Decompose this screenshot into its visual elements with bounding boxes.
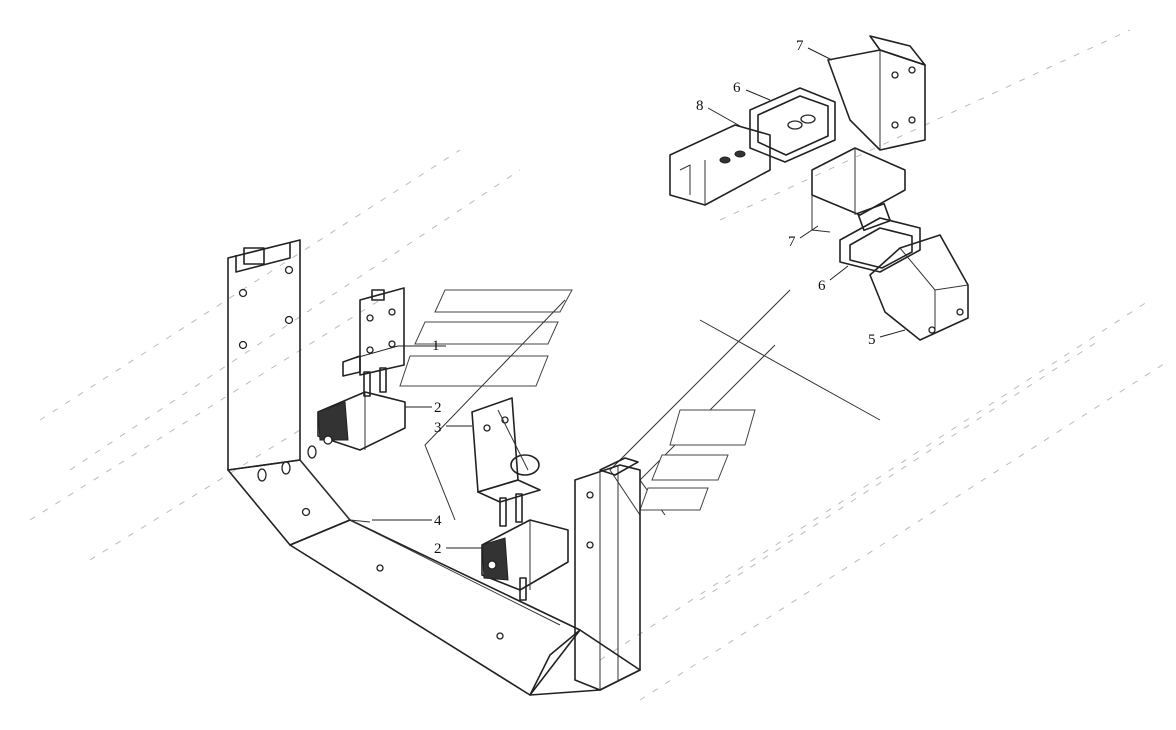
rubber-mount-lower: [481, 493, 569, 601]
box-bracket-lower: [811, 147, 906, 233]
slotted-plate: [669, 124, 771, 206]
callout-6-lower: 6: [818, 278, 826, 294]
callout-labels: 7 8 6 7 6 5 1 2 3 4 2: [432, 38, 876, 557]
callout-6-upper: 6: [733, 80, 741, 96]
rubber-mount-upper: [317, 367, 406, 451]
callout-1: 1: [432, 338, 440, 354]
callout-2-upper: 2: [434, 400, 442, 416]
leader-lines: [347, 47, 906, 549]
callout-8: 8: [696, 98, 704, 114]
mount-bracket-middle: [471, 397, 541, 503]
mount-bracket-upper: [342, 287, 405, 377]
pad-plate-lower: [839, 202, 921, 273]
end-bracket: [869, 234, 969, 341]
callout-4: 4: [434, 513, 442, 529]
callout-7-lower: 7: [788, 234, 796, 250]
callout-7-upper: 7: [796, 38, 804, 54]
box-bracket-upper: [827, 35, 926, 151]
callout-3: 3: [434, 420, 442, 436]
ghost-chevron-guides: [399, 289, 881, 521]
u-frame-bracket: [227, 239, 641, 696]
callout-5: 5: [868, 332, 876, 348]
pad-plate-upper: [749, 87, 836, 163]
callout-2-lower: 2: [434, 541, 442, 557]
